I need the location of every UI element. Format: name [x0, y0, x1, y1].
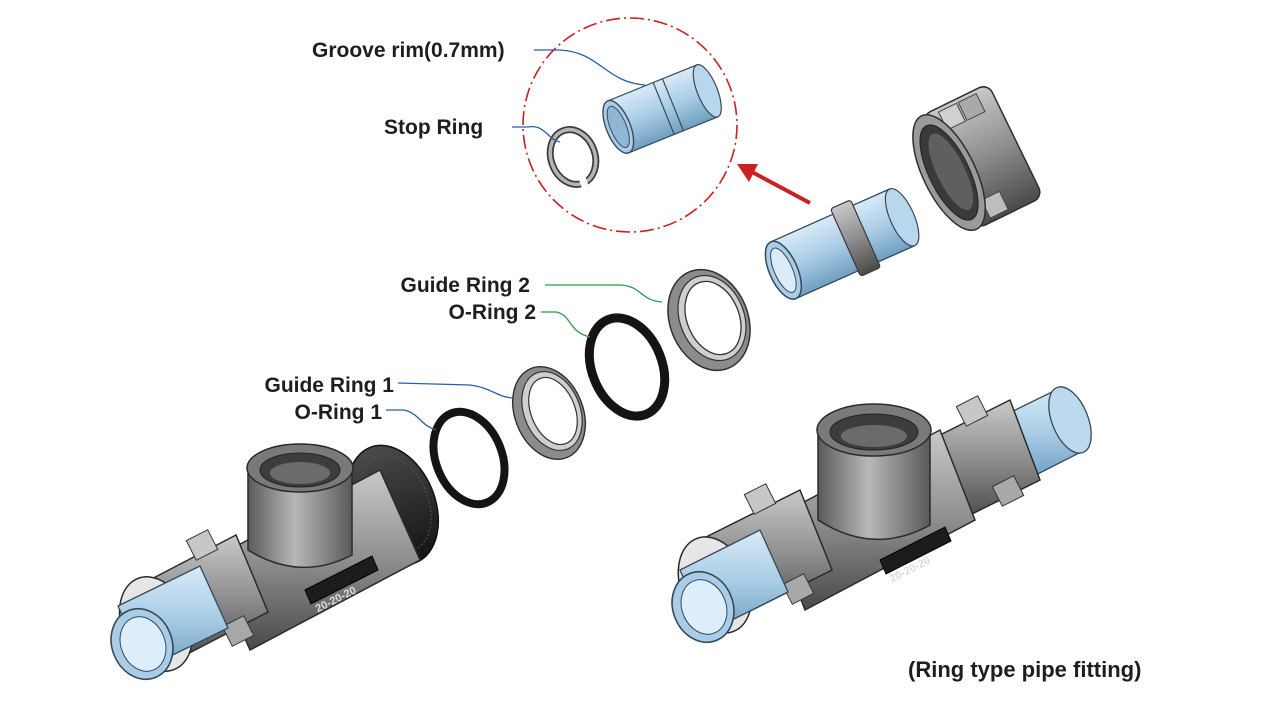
label-o-ring-2: O-Ring 2: [448, 301, 537, 324]
label-stop-ring: Stop Ring: [384, 116, 484, 139]
label-guide-ring-1: Guide Ring 1: [264, 374, 394, 397]
leader-groove-rim: [534, 49, 646, 86]
guide-ring-1: [512, 366, 586, 460]
union-nut: [912, 86, 1041, 232]
pipe-with-stop-ring: [764, 188, 920, 300]
leader-o-ring-1: [386, 409, 437, 431]
grooved-pipe-end: [602, 64, 722, 154]
figure-caption: (Ring type pipe fitting): [908, 657, 1142, 682]
detail-view: [522, 17, 738, 233]
guide-ring-2: [667, 268, 751, 372]
assembled-fitting: [671, 386, 1092, 644]
label-guide-ring-2: Guide Ring 2: [400, 274, 530, 297]
o-ring-2: [584, 313, 670, 421]
label-groove-rim: Groove rim(0.7mm): [312, 39, 505, 62]
leader-guide-ring-2: [545, 284, 663, 303]
leader-o-ring-2: [541, 311, 591, 338]
o-ring-1: [429, 407, 509, 509]
leader-guide-ring-1: [397, 382, 513, 399]
detail-arrow: [737, 164, 811, 205]
tee-body-exploded: [110, 443, 440, 681]
leader-stop-ring: [512, 126, 561, 143]
stop-ring: [546, 126, 600, 188]
detail-circle: [522, 17, 738, 233]
label-o-ring-1: O-Ring 1: [294, 401, 383, 424]
leader-lines: [386, 49, 663, 431]
